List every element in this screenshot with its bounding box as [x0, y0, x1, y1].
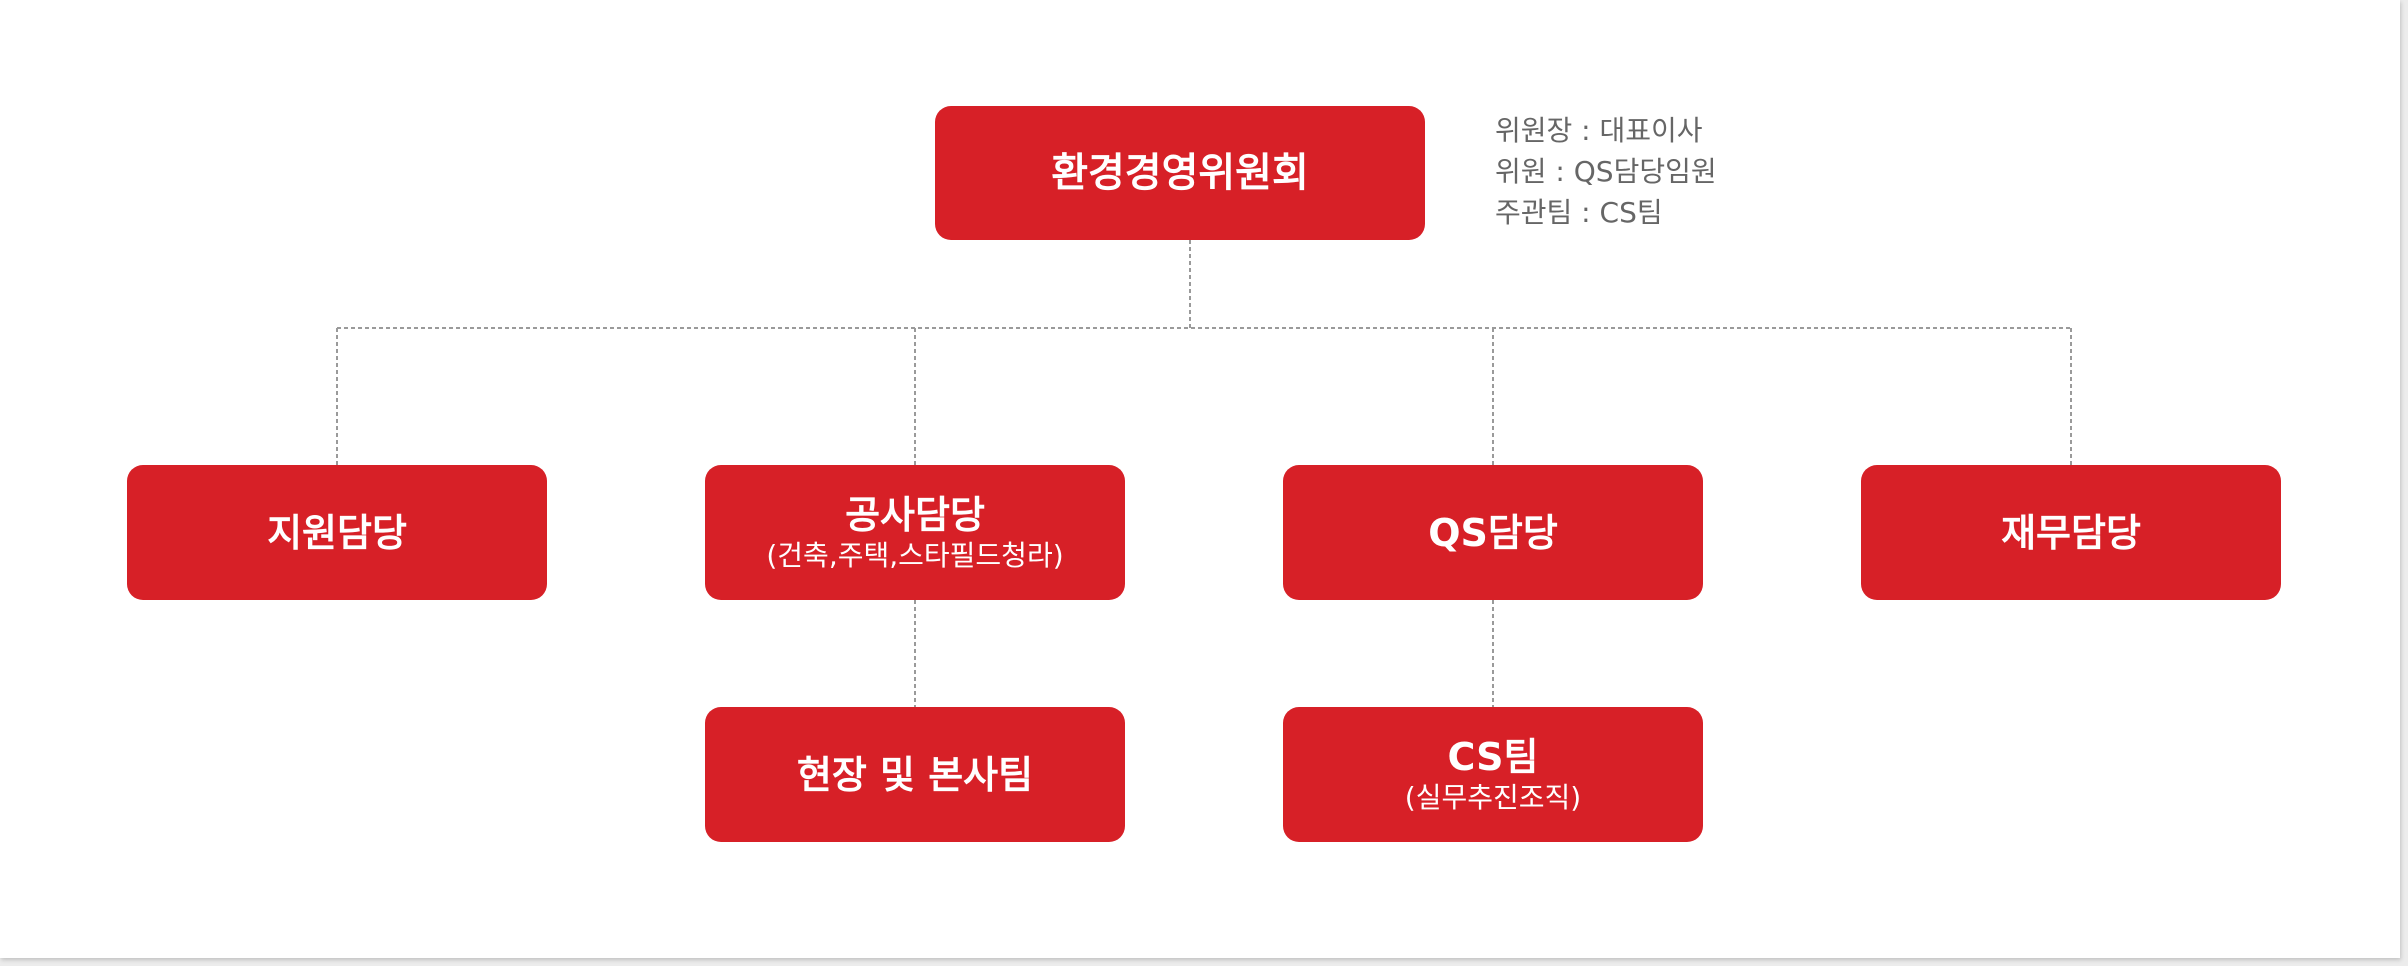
- committee-notes: 위원장 : 대표이사 위원 : QS담당임원 주관팀 : CS팀: [1495, 110, 1717, 233]
- team-box-site-and-hq: 현장 및 본사팀: [705, 707, 1125, 842]
- team-title: CS팀: [1447, 734, 1539, 779]
- department-box-construction: 공사담당 (건축,주택,스타필드청라): [705, 465, 1125, 600]
- committee-note-chair: 위원장 : 대표이사: [1495, 114, 1703, 147]
- department-title: 공사담당: [845, 492, 985, 537]
- committee-title: 환경경영위원회: [1051, 150, 1309, 196]
- department-box-qs: QS담당: [1283, 465, 1703, 600]
- department-title: 지원담당: [267, 510, 407, 555]
- department-title: QS담당: [1428, 510, 1558, 555]
- team-box-cs: CS팀 (실무추진조직): [1283, 707, 1703, 842]
- committee-note-lead-team: 주관팀 : CS팀: [1495, 196, 1663, 229]
- team-title: 현장 및 본사팀: [796, 752, 1034, 797]
- department-subtitle: (건축,주택,스타필드청라): [766, 538, 1064, 572]
- committee-box: 환경경영위원회: [935, 106, 1425, 240]
- department-box-support: 지원담당: [127, 465, 547, 600]
- team-subtitle: (실무추진조직): [1404, 780, 1582, 814]
- department-title: 재무담당: [2001, 510, 2141, 555]
- committee-note-member: 위원 : QS담당임원: [1495, 155, 1717, 188]
- department-box-finance: 재무담당: [1861, 465, 2281, 600]
